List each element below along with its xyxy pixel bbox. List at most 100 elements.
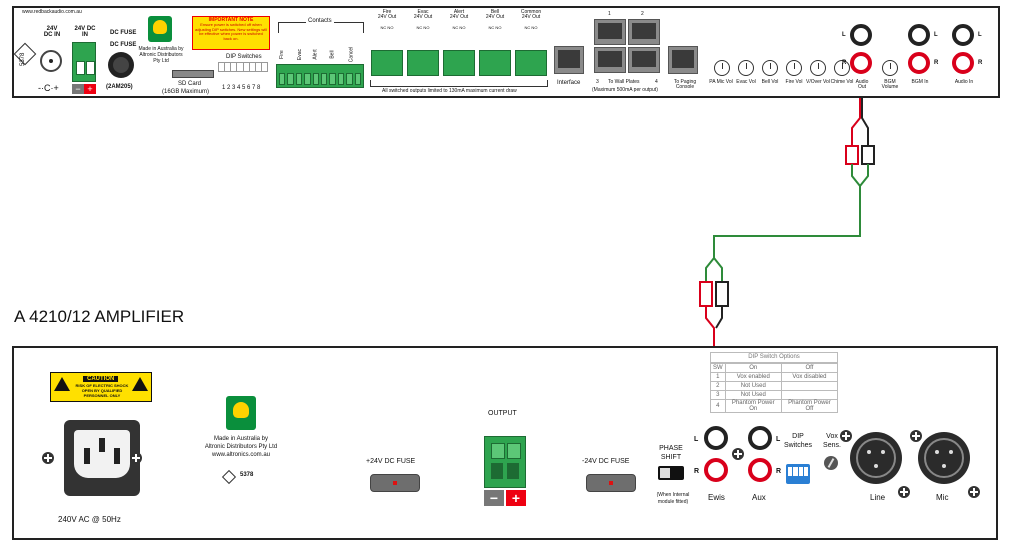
dc-in-label-1: 24V DC IN bbox=[43, 26, 61, 38]
amp-cert-number: 5378 bbox=[240, 472, 254, 478]
amp-dip-switch[interactable] bbox=[786, 464, 810, 484]
cable-green-top-2 bbox=[859, 164, 869, 187]
dip-row3-off bbox=[780, 390, 839, 400]
bell-vol-knob[interactable] bbox=[762, 60, 778, 76]
output-alert-name: Alert bbox=[453, 9, 465, 15]
iec-power-socket[interactable] bbox=[64, 420, 140, 496]
knob-label-chime: Chime Vol bbox=[830, 79, 854, 85]
made-in-label: Made in Australia by Altronic Distributo… bbox=[138, 46, 184, 64]
amp-title: A 4210/12 AMPLIFIER bbox=[14, 307, 185, 326]
audio-in-label: Audio In bbox=[954, 79, 974, 85]
rj-num-4: 4 bbox=[655, 79, 658, 85]
bgm-in-r-jack[interactable] bbox=[908, 52, 930, 74]
output-common: Common 24V Out NC NO bbox=[514, 10, 548, 30]
wall-plates-label: To Wall Plates bbox=[608, 79, 640, 85]
output-terminal-alert[interactable] bbox=[443, 50, 475, 76]
aux-r-jack[interactable] bbox=[748, 458, 772, 482]
audio-out-l-jack[interactable] bbox=[850, 24, 872, 46]
barrel-pin-icon bbox=[49, 59, 53, 63]
output-bell-sub: 24V Out bbox=[485, 14, 505, 20]
output-minus-badge: − bbox=[484, 490, 504, 506]
plus-fuse-label: +24V DC FUSE bbox=[366, 458, 416, 465]
cable-black-top bbox=[861, 98, 869, 148]
dc-fuse-label: DC FUSE bbox=[110, 30, 137, 36]
output-evac-ncno: NC NO bbox=[416, 25, 430, 30]
audio-in-l-jack[interactable] bbox=[952, 24, 974, 46]
dip-row3-on: Not Used bbox=[724, 390, 782, 400]
important-note-box: IMPORTANT NOTE Ensure power is switched … bbox=[192, 16, 270, 50]
important-note-title: IMPORTANT NOTE bbox=[208, 17, 254, 23]
rj45-paging[interactable] bbox=[668, 46, 698, 74]
rj45-wall-1[interactable] bbox=[594, 19, 626, 45]
rj45-wall-3[interactable] bbox=[594, 47, 626, 73]
rj-num-2: 2 bbox=[641, 11, 644, 17]
output-common-name: Common bbox=[520, 9, 542, 15]
plus-fuse-holder[interactable] bbox=[370, 474, 420, 492]
sd-card-label: SD Card bbox=[178, 81, 202, 87]
cable-red-top bbox=[851, 98, 861, 148]
audio-out-r: R bbox=[842, 60, 847, 66]
rj-num-1: 1 bbox=[608, 11, 611, 17]
evac-vol-knob[interactable] bbox=[738, 60, 754, 76]
ewis-r-jack[interactable] bbox=[704, 458, 728, 482]
audio-in-r-jack[interactable] bbox=[952, 52, 974, 74]
output-terminal-evac[interactable] bbox=[407, 50, 439, 76]
amp-made-in-2: Altronic Distributors Pty Ltd bbox=[204, 444, 278, 450]
bgm-in-r: R bbox=[934, 60, 939, 66]
aux-l-jack[interactable] bbox=[748, 426, 772, 450]
output-evac-name: Evac bbox=[417, 9, 429, 15]
rj45-wall-4[interactable] bbox=[628, 47, 660, 73]
polarity-icon: -·C·+ bbox=[38, 83, 59, 93]
vover-vol-knob[interactable] bbox=[810, 60, 826, 76]
dip-switch-bank[interactable] bbox=[218, 62, 268, 72]
ewis-l-jack[interactable] bbox=[704, 426, 728, 450]
mic-xlr-input[interactable] bbox=[918, 432, 970, 484]
minus-fuse-holder[interactable] bbox=[586, 474, 636, 492]
sd-card-slot[interactable] bbox=[172, 70, 214, 78]
output-bell: Bell 24V Out NC NO bbox=[478, 10, 512, 30]
line-screw-right bbox=[898, 486, 910, 498]
fuse-holder[interactable] bbox=[108, 52, 134, 78]
speaker-output-terminal[interactable] bbox=[484, 436, 526, 488]
dip-header-off: Off bbox=[780, 363, 839, 373]
bgm-volume-knob[interactable] bbox=[882, 60, 898, 76]
barrel-jack[interactable] bbox=[40, 50, 62, 72]
output-common-ncno: NC NO bbox=[524, 25, 538, 30]
bgm-in-l-jack[interactable] bbox=[908, 24, 930, 46]
mic-screw-right bbox=[968, 486, 980, 498]
pa-mic-vol-knob[interactable] bbox=[714, 60, 730, 76]
output-label: OUTPUT bbox=[488, 410, 517, 417]
output-terminal-common[interactable] bbox=[515, 50, 547, 76]
cable-green-split bbox=[705, 257, 723, 282]
audio-out-r-jack[interactable] bbox=[850, 52, 872, 74]
phase-note: (When Internal module fitted) bbox=[656, 492, 690, 505]
chime-vol-knob[interactable] bbox=[834, 60, 850, 76]
output-terminal-fire[interactable] bbox=[371, 50, 403, 76]
phase-shift-switch[interactable] bbox=[658, 466, 684, 480]
dip-row4-off: Phantom Power Off bbox=[780, 399, 839, 413]
output-terminal-bell[interactable] bbox=[479, 50, 511, 76]
dc-terminal-block[interactable] bbox=[72, 42, 96, 82]
aux-label: Aux bbox=[752, 493, 766, 502]
interface-label: Interface bbox=[557, 80, 581, 86]
bgm-in-l: L bbox=[934, 32, 938, 38]
vox-sens-label: Vox Sens. bbox=[823, 433, 841, 450]
output-block-bracket bbox=[370, 80, 548, 87]
dip-header-on: On bbox=[724, 363, 782, 373]
rj45-wall-2[interactable] bbox=[628, 19, 660, 45]
output-fire-name: Fire bbox=[382, 9, 392, 15]
fire-vol-knob[interactable] bbox=[786, 60, 802, 76]
outputs-group: Fire 24V Out NC NO Evac 24V Out NC NO Al… bbox=[370, 10, 548, 90]
output-common-sub: 24V Out bbox=[521, 14, 541, 20]
switched-note: All switched outputs limited to 130mA ma… bbox=[382, 88, 517, 94]
wall-plates-max-label: (Maximum 500mA per output) bbox=[592, 87, 658, 93]
vox-sens-trimmer[interactable] bbox=[824, 456, 838, 470]
ac-label: 240V AC @ 50Hz bbox=[58, 515, 121, 524]
ewis-l-label: L bbox=[694, 436, 699, 443]
contacts-terminal-block[interactable] bbox=[276, 64, 364, 88]
contact-evac: Evac bbox=[297, 48, 304, 61]
line-xlr-input[interactable] bbox=[850, 432, 902, 484]
contacts-title: Contacts bbox=[306, 18, 334, 24]
rj45-interface[interactable] bbox=[554, 46, 584, 74]
